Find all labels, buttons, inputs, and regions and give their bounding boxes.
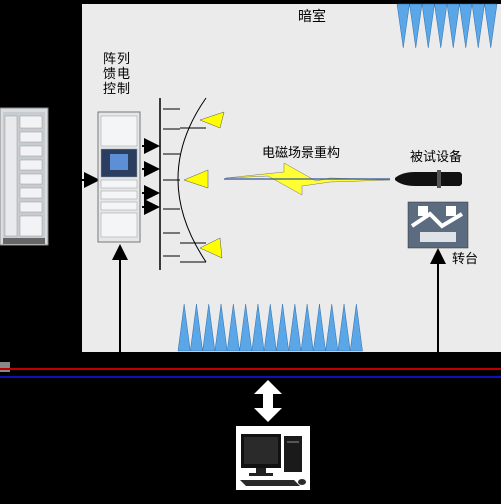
absorber-cone — [421, 3, 435, 49]
double-arrow-icon — [254, 380, 282, 422]
equipment-rack-icon — [0, 107, 49, 246]
absorber-cone — [300, 303, 314, 352]
absorber-cone — [349, 303, 363, 352]
absorber-cone — [202, 303, 216, 352]
lightning-icon — [224, 162, 391, 196]
absorber-cone — [263, 303, 277, 352]
absorber-cone — [313, 303, 326, 352]
absorber-cone — [251, 303, 265, 352]
antenna-triangle-bottom — [199, 237, 223, 259]
absorber-cone — [459, 3, 473, 49]
missile-icon — [395, 170, 462, 188]
turntable-label: 转台 — [452, 252, 479, 267]
bus-connector — [0, 362, 10, 372]
absorber-cones-bottom — [177, 303, 363, 352]
absorber-cone — [434, 3, 448, 49]
em-scene-reconstruction-label: 电磁场景重构 — [262, 146, 341, 161]
absorber-cones-top — [396, 3, 498, 49]
device-under-test-label: 被试设备 — [410, 150, 463, 165]
antenna-triangle-top — [199, 111, 225, 129]
absorber-cone — [484, 3, 498, 49]
array-feed-control-line-3: 控制 — [102, 82, 131, 97]
controller-cabinet-icon — [97, 111, 141, 243]
absorber-cone — [177, 303, 191, 352]
computer-icon — [236, 426, 310, 490]
array-feed-control-line-2: 馈电 — [102, 67, 131, 82]
absorber-cone — [226, 303, 240, 352]
chamber-label: 暗室 — [298, 9, 326, 25]
absorber-cone — [190, 303, 203, 352]
absorber-cone — [409, 3, 423, 49]
antenna-array — [159, 97, 225, 270]
absorber-cone — [288, 303, 302, 352]
absorber-cone — [214, 303, 228, 352]
absorber-cone — [396, 3, 410, 49]
absorber-cone — [276, 303, 289, 352]
array-feed-control-label: 阵列 馈电 控制 — [102, 52, 132, 97]
absorber-cone — [239, 303, 253, 352]
array-feed-control-line-1: 阵列 — [102, 52, 131, 67]
absorber-cone — [471, 3, 485, 49]
antenna-triangle-middle — [183, 169, 209, 189]
absorber-cone — [337, 303, 351, 352]
absorber-cone — [325, 303, 339, 352]
feed-arrows — [142, 138, 160, 215]
absorber-cone — [446, 3, 460, 49]
turntable-icon — [407, 201, 469, 249]
